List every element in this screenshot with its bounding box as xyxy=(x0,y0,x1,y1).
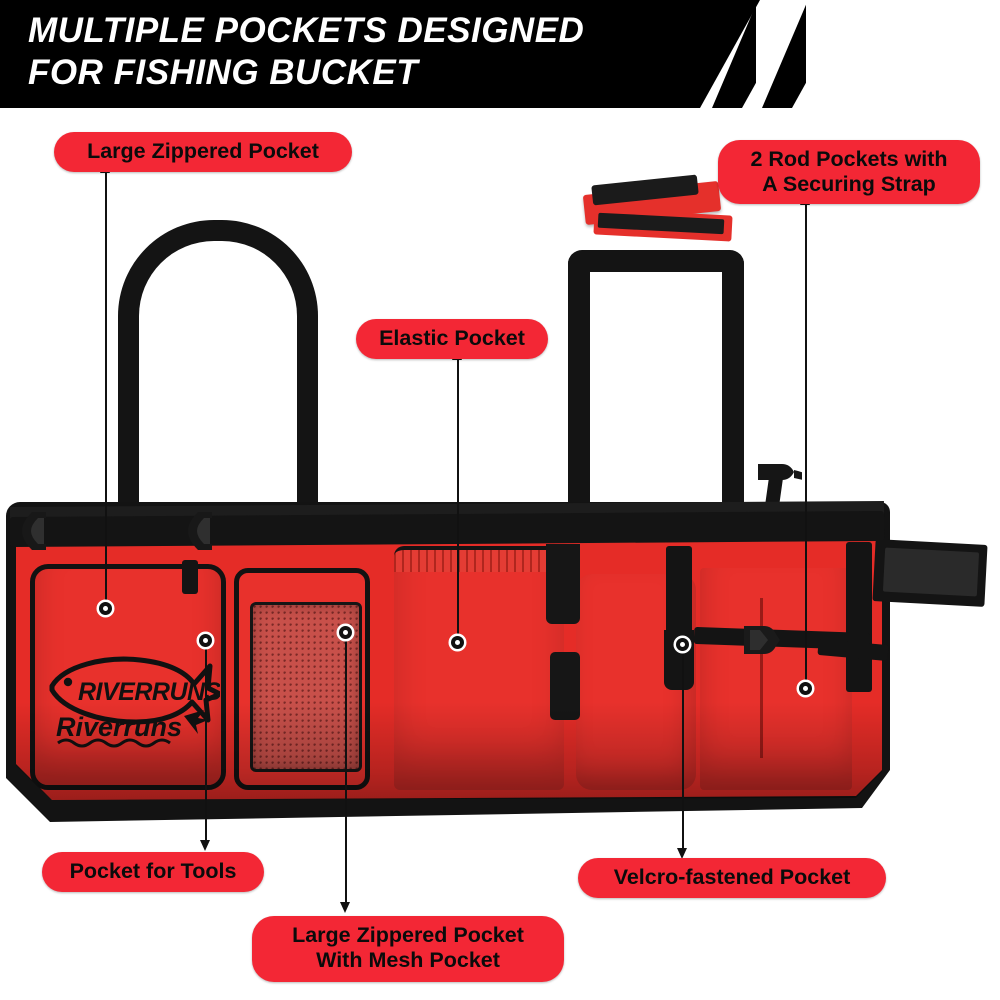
page-title: MULTIPLE POCKETS DESIGNED FOR FISHING BU… xyxy=(28,11,585,92)
strap-loop-2 xyxy=(666,546,692,646)
header-banner: MULTIPLE POCKETS DESIGNED FOR FISHING BU… xyxy=(0,0,1000,108)
leader-dot-rod-pockets xyxy=(799,682,812,695)
banner-background xyxy=(0,0,760,108)
leader-dot-elastic-pocket xyxy=(451,636,464,649)
callout-rod-pockets[interactable]: 2 Rod Pockets with A Securing Strap xyxy=(718,140,980,204)
brand-logo: RIVERRUNS Riverruns xyxy=(49,656,220,748)
leader-arrow-mesh-pocket xyxy=(340,902,350,913)
svg-text:RIVERRUNS: RIVERRUNS xyxy=(78,678,220,706)
leader-line-pocket-for-tools xyxy=(205,640,207,842)
leader-dot-pocket-for-tools xyxy=(199,634,212,647)
leader-line-mesh-pocket xyxy=(345,632,347,904)
organizer-body: RIVERRUNS Riverruns xyxy=(6,464,988,822)
side-release-buckle-3 xyxy=(738,620,782,658)
pocket-large-zippered: RIVERRUNS Riverruns xyxy=(30,564,226,790)
banner-slash-2 xyxy=(762,0,806,108)
leader-line-elastic-pocket xyxy=(457,359,459,646)
pocket-velcro-fastened xyxy=(700,568,852,790)
leader-dot-mesh-pocket xyxy=(339,626,352,639)
flap-vertical-2 xyxy=(550,652,580,720)
leader-line-rod-pockets xyxy=(805,204,807,690)
callout-pocket-for-tools[interactable]: Pocket for Tools xyxy=(42,852,264,892)
callout-elastic-pocket[interactable]: Elastic Pocket xyxy=(356,319,548,359)
svg-text:Riverruns: Riverruns xyxy=(56,712,182,742)
body-shadow-overlay xyxy=(16,702,882,800)
side-release-buckle-top xyxy=(754,456,802,494)
callout-mesh-pocket[interactable]: Large Zippered Pocket With Mesh Pocket xyxy=(252,916,564,982)
side-release-buckle-1 xyxy=(18,510,64,550)
leader-dot-large-zippered-pocket xyxy=(99,602,112,615)
callout-velcro-pocket[interactable]: Velcro-fastened Pocket xyxy=(578,858,886,898)
right-carry-handle xyxy=(568,250,744,580)
leader-line-large-zippered-pocket xyxy=(105,172,107,608)
strap-loop-3 xyxy=(846,542,872,692)
leader-dot-velcro-pocket xyxy=(676,638,689,651)
pocket-elastic xyxy=(394,550,564,790)
leader-line-velcro-pocket xyxy=(682,644,684,854)
side-release-buckle-2 xyxy=(184,510,230,550)
velcro-extension-tab-face xyxy=(882,547,980,597)
callout-large-zippered-pocket[interactable]: Large Zippered Pocket xyxy=(54,132,352,172)
strap-loop-1 xyxy=(182,560,198,594)
leader-arrow-pocket-for-tools xyxy=(200,840,210,851)
flap-vertical-1 xyxy=(546,544,580,624)
product-image: RIVERRUNS Riverruns xyxy=(0,150,1000,830)
elastic-pocket-gathered-top xyxy=(394,546,564,572)
leader-arrow-velcro-pocket xyxy=(677,848,687,859)
top-webbing-band xyxy=(9,510,885,548)
rod-pocket-divider xyxy=(760,598,763,758)
